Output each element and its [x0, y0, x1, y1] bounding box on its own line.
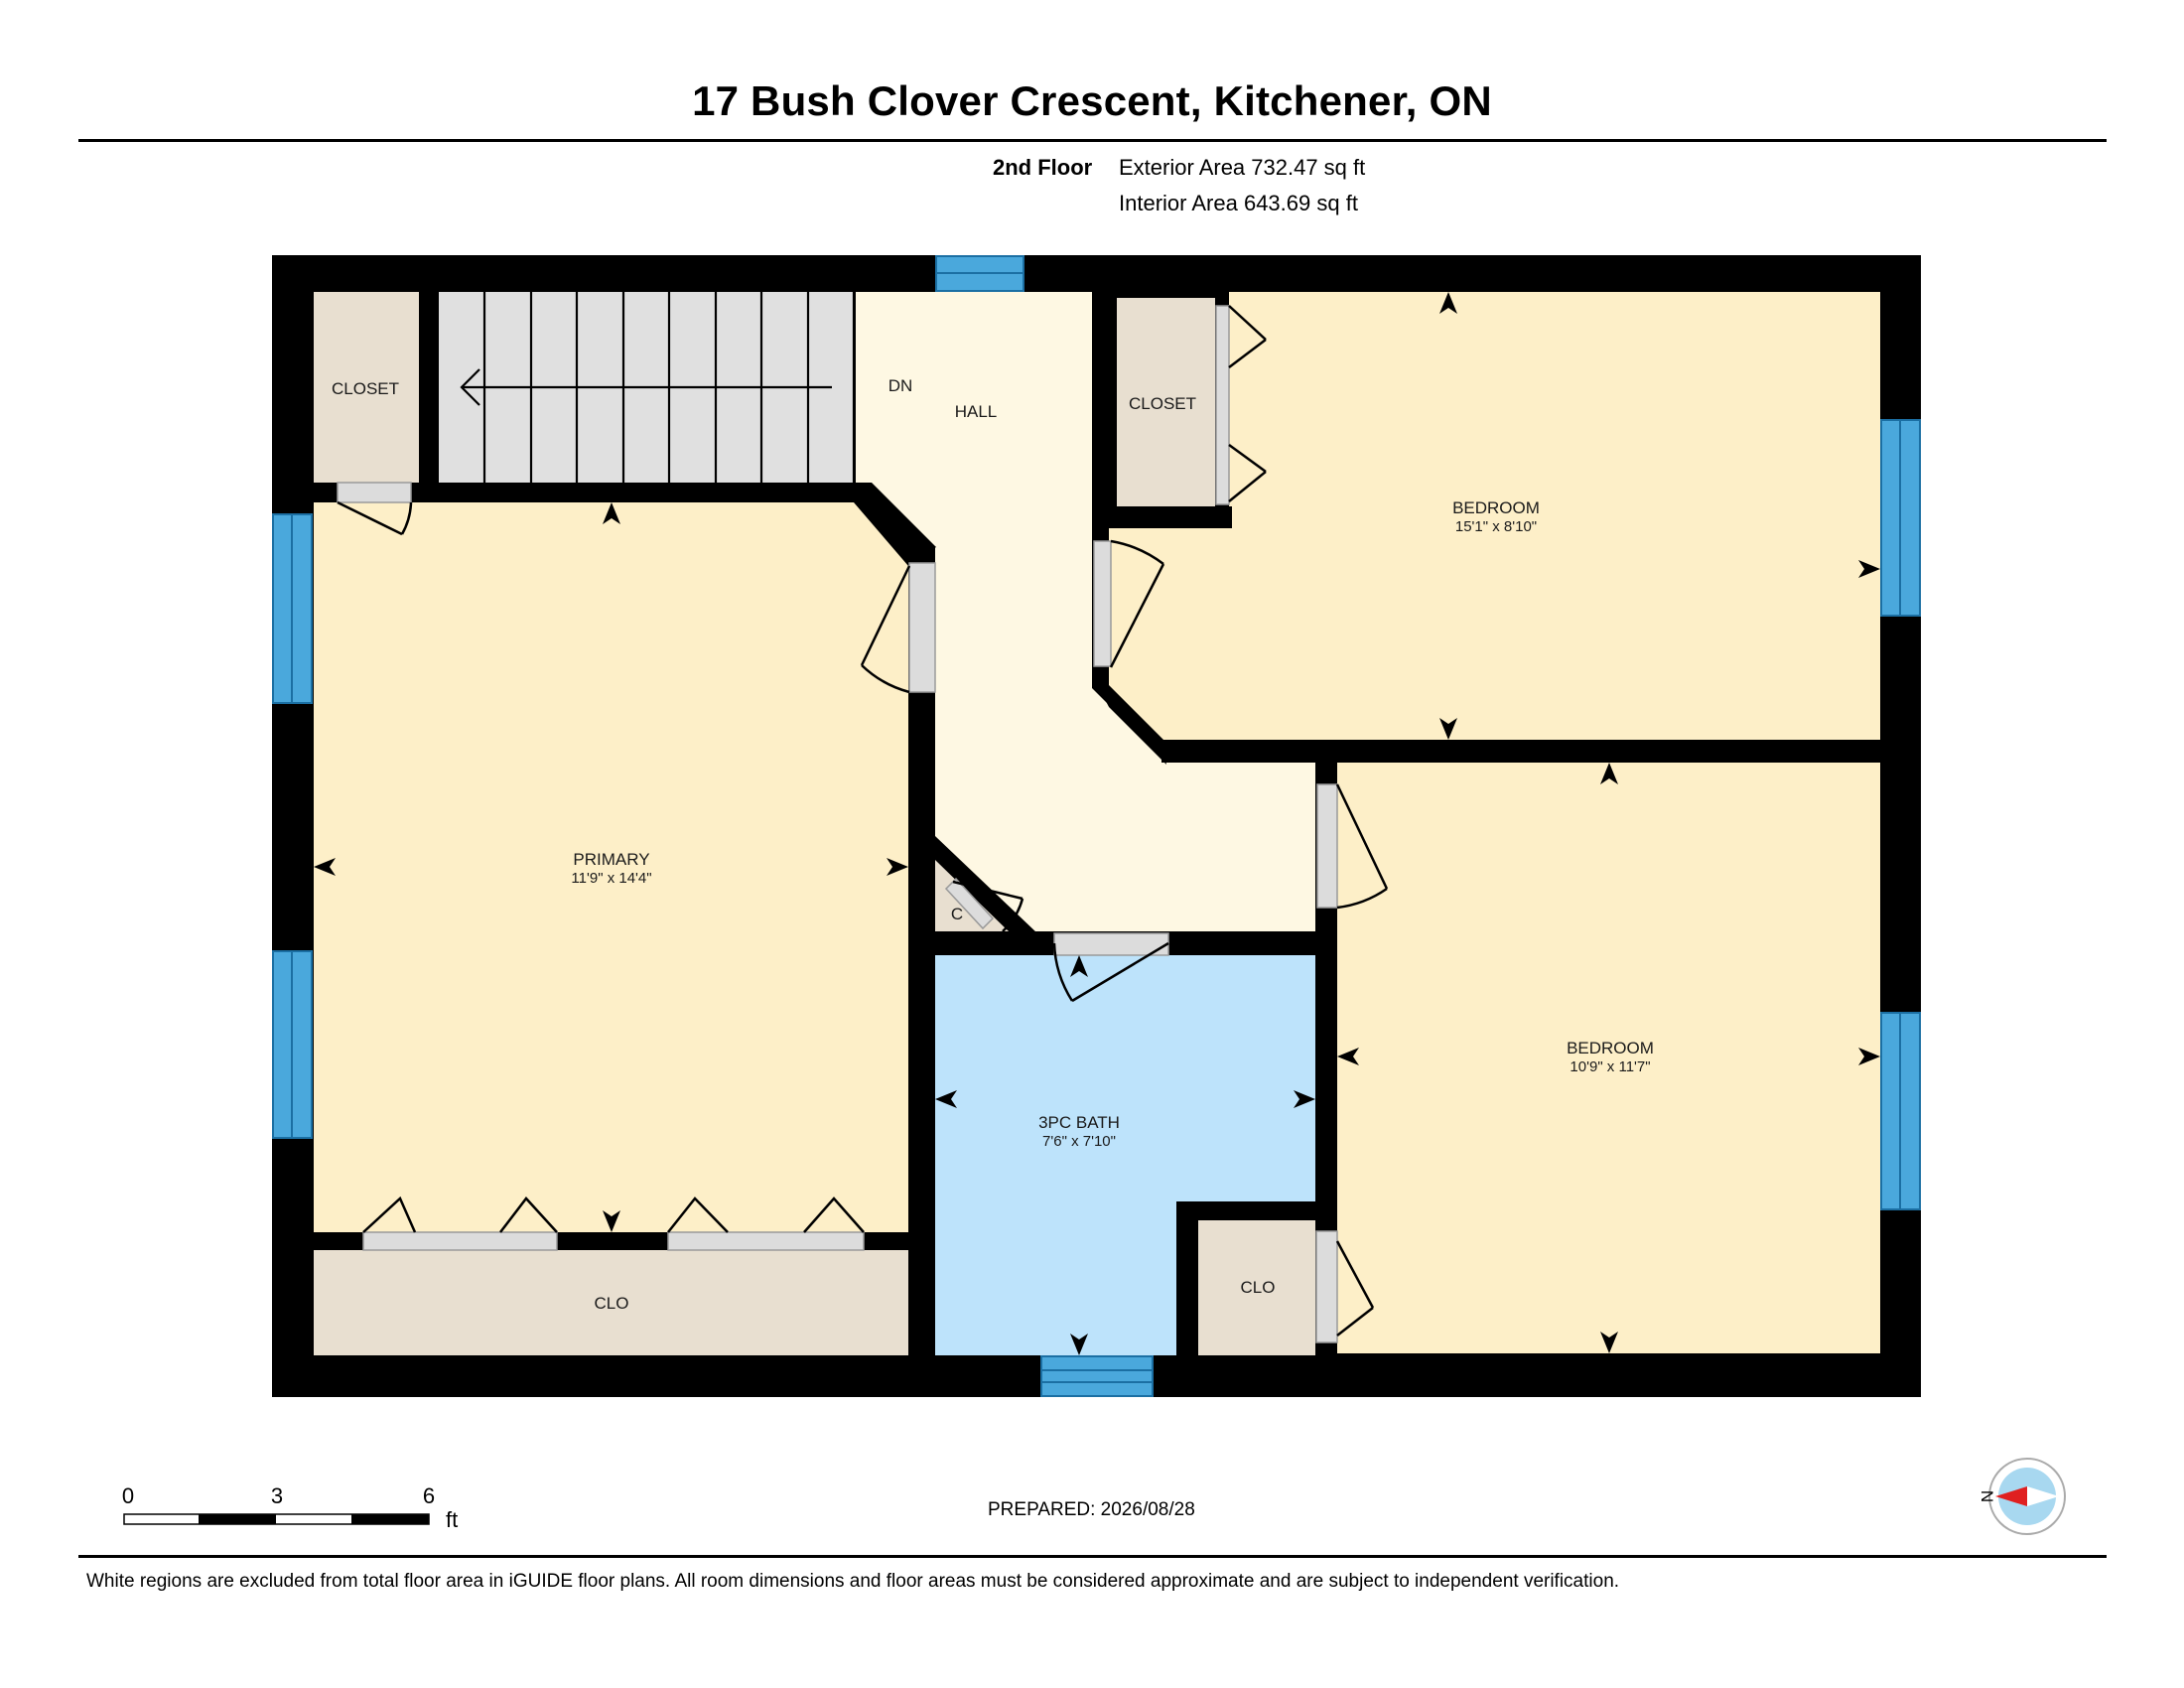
bedroom-2	[1337, 763, 1880, 1353]
prepared-date: PREPARED: 2026/08/28	[988, 1499, 1195, 1520]
bath-label: 3PC BATH	[1038, 1113, 1120, 1132]
small-closet-label: C	[951, 905, 963, 923]
bedroom-1-label: BEDROOM	[1452, 498, 1540, 517]
compass-icon	[1988, 1458, 2066, 1535]
bedroom-1-dimensions: 15'1" x 8'10"	[1455, 518, 1537, 535]
bedroom-1	[1109, 292, 1880, 740]
closet-bottom-left	[314, 1250, 908, 1355]
compass-north-label: N	[1978, 1490, 1996, 1502]
closet-top-right	[1112, 298, 1215, 506]
scale-tick-3: 3	[271, 1483, 283, 1508]
primary-label: PRIMARY	[573, 850, 649, 869]
door-swings	[337, 305, 1389, 1336]
door-openings	[337, 305, 1338, 1343]
window-mullions	[291, 272, 1901, 1383]
closet-label: CLOSET	[1129, 394, 1196, 413]
page-title: 17 Bush Clover Crescent, Kitchener, ON	[692, 77, 1492, 124]
bath-dimensions: 7'6" x 7'10"	[1042, 1133, 1116, 1150]
stair-direction-arrow	[460, 368, 832, 406]
primary-bedroom	[314, 502, 908, 1232]
disclaimer: White regions are excluded from total fl…	[86, 1571, 1620, 1592]
bedroom-2-dimensions: 10'9" x 11'7"	[1570, 1058, 1650, 1075]
scale-tick-6: 6	[423, 1483, 435, 1508]
exterior-area: Exterior Area 732.47 sq ft	[1119, 155, 1366, 180]
scale-tick-0: 0	[122, 1483, 134, 1508]
header-divider	[78, 139, 2107, 142]
footer-divider	[78, 1555, 2107, 1558]
bedroom-2-label: BEDROOM	[1567, 1039, 1654, 1057]
clo-label: CLO	[1241, 1278, 1276, 1297]
hall	[856, 292, 1315, 931]
scale-bar	[123, 1513, 430, 1525]
stair-dn-label: DN	[888, 376, 913, 395]
floor-label: 2nd Floor	[993, 155, 1093, 180]
primary-dimensions: 11'9" x 14'4"	[571, 870, 651, 887]
closet-bath	[1198, 1220, 1316, 1355]
closet-top-left	[314, 292, 419, 485]
scale-unit: ft	[446, 1507, 458, 1532]
clo-label: CLO	[595, 1294, 629, 1313]
closet-label: CLOSET	[332, 379, 399, 398]
hall-label: HALL	[955, 402, 998, 421]
interior-area: Interior Area 643.69 sq ft	[1119, 191, 1358, 215]
